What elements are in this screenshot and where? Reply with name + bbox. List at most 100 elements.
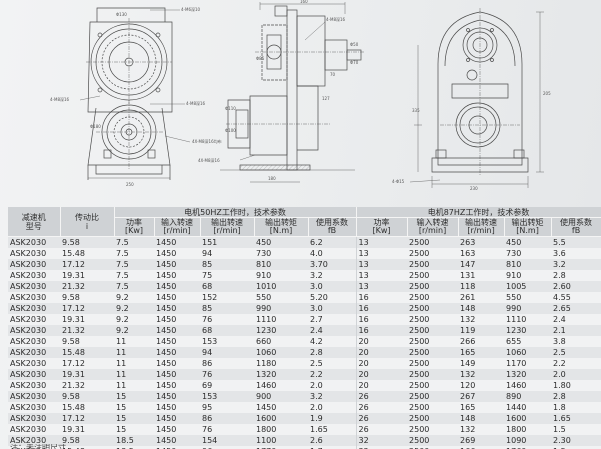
cell-service-factor-87: 3.2 — [551, 259, 601, 270]
cell-input-speed-50: 1450 — [154, 402, 200, 413]
cell-power-50: 18.5 — [114, 435, 154, 446]
cell-input-speed-87: 2500 — [407, 248, 459, 259]
cell-service-factor-87: 2.1 — [551, 325, 601, 336]
cell-output-speed-87: 148 — [458, 303, 505, 314]
cell-ratio: 9.58 — [60, 336, 114, 347]
cell-ratio: 21.32 — [60, 325, 114, 336]
cell-service-factor-50: 2.8 — [308, 347, 357, 358]
cell-output-speed-87: 261 — [458, 292, 505, 303]
cell-input-speed-87: 2500 — [407, 303, 459, 314]
cell-output-speed-50: 76 — [200, 314, 254, 325]
cell-output-torque-50: 730 — [254, 248, 308, 259]
callout-left-mid: 4-M8深16 — [186, 100, 206, 106]
cell-power-50: 9.2 — [114, 325, 154, 336]
cell-output-speed-50: 85 — [200, 259, 254, 270]
cell-ratio: 21.32 — [60, 380, 114, 391]
cell-power-87: 26 — [355, 413, 408, 424]
cell-output-speed-50: 86 — [200, 358, 254, 369]
cell-service-factor-50: 2.6 — [308, 435, 357, 446]
cell-output-torque-50: 1230 — [254, 325, 308, 336]
cell-service-factor-87: 3.6 — [551, 248, 601, 259]
cell-ratio: 9.58 — [60, 435, 114, 446]
cell-ratio: 15.48 — [60, 402, 114, 413]
cell-output-torque-50: 1180 — [254, 358, 308, 369]
cell-input-speed-87: 2500 — [407, 380, 459, 391]
cell-model: ASK2030 — [8, 336, 60, 347]
cell-ratio: 17.12 — [60, 358, 114, 369]
cell-model: ASK2030 — [8, 259, 60, 270]
cell-service-factor-50: 2.5 — [308, 358, 357, 369]
cell-power-50: 9.2 — [114, 292, 154, 303]
cell-input-speed-50: 1450 — [154, 347, 200, 358]
cell-power-50: 9.2 — [114, 314, 154, 325]
cell-power-50: 7.5 — [114, 236, 154, 248]
cell-output-speed-87: 131 — [458, 270, 505, 281]
dim-l-j: 230 — [470, 186, 478, 191]
dim-l-h: 180 — [268, 176, 276, 181]
cell-output-speed-50: 68 — [200, 281, 254, 292]
cell-ratio: 19.31 — [60, 424, 114, 435]
cell-output-torque-87: 810 — [504, 259, 552, 270]
cell-input-speed-50: 1450 — [154, 424, 200, 435]
cell-input-speed-87: 2500 — [407, 369, 459, 380]
cell-output-torque-87: 1600 — [504, 413, 552, 424]
cell-power-87: 16 — [355, 314, 408, 325]
cell-power-50: 11 — [114, 369, 154, 380]
cell-service-factor-50: 2.2 — [308, 369, 357, 380]
cell-output-speed-50: 76 — [200, 424, 254, 435]
cell-service-factor-50: 2.0 — [308, 402, 357, 413]
cell-output-torque-50: 810 — [254, 259, 308, 270]
cell-service-factor-87: 1.5 — [551, 446, 601, 449]
cell-output-speed-87: 132 — [458, 424, 505, 435]
cell-service-factor-50: 3.0 — [308, 281, 357, 292]
cell-power-50: 15 — [114, 402, 154, 413]
cell-output-torque-50: 1010 — [254, 281, 308, 292]
cell-output-speed-50: 154 — [200, 435, 254, 446]
header-output-speed-87: 输出转速 [r/min] — [458, 217, 505, 237]
cell-power-50: 15 — [114, 391, 154, 402]
cell-model: ASK2030 — [8, 292, 60, 303]
dim-d-c: Φ180 — [90, 124, 101, 129]
cell-service-factor-50: 1.7 — [308, 446, 357, 449]
cell-service-factor-87: 2.8 — [551, 270, 601, 281]
header-output-torque-87: 输出转矩 [N.m] — [504, 217, 552, 237]
cell-input-speed-50: 1450 — [154, 358, 200, 369]
cell-input-speed-87: 2500 — [407, 314, 459, 325]
cell-input-speed-87: 2500 — [407, 435, 459, 446]
technical-drawing: 4-M6深10 4-M8深16 4-M8深16 4-M8深16 4X-M8深16… — [0, 0, 601, 206]
cell-input-speed-87: 2500 — [407, 391, 459, 402]
cell-power-87: 26 — [355, 424, 408, 435]
table-header-group-row: 减速机 型号 传动比 i 电机50HZ工作时，技术参数 电机87HZ工作时，技术… — [8, 207, 601, 237]
cell-model: ASK2030 — [8, 248, 60, 259]
dim-l-c: 70 — [330, 72, 336, 77]
cell-model: ASK2030 — [8, 413, 60, 424]
cell-model: ASK2030 — [8, 236, 60, 248]
cell-output-torque-50: 1060 — [254, 347, 308, 358]
cell-service-factor-50: 3.0 — [308, 303, 357, 314]
header-group-50hz: 电机50HZ工作时，技术参数 — [114, 207, 357, 218]
cell-service-factor-87: 2.0 — [551, 369, 601, 380]
cell-service-factor-50: 4.2 — [308, 336, 357, 347]
header-ratio: 传动比 i — [60, 207, 115, 237]
cell-output-speed-87: 263 — [458, 236, 505, 248]
cell-output-speed-87: 148 — [458, 413, 505, 424]
callout-left-flange: 4-M8深16 — [50, 96, 70, 102]
cell-model: ASK2030 — [8, 281, 60, 292]
cell-output-torque-87: 910 — [504, 270, 552, 281]
cell-power-87: 16 — [355, 292, 408, 303]
cell-service-factor-50: 3.70 — [308, 259, 357, 270]
header-service-factor-50: 使用系数 fB — [308, 217, 357, 237]
cell-output-torque-87: 1760 — [504, 446, 552, 449]
cell-model: ASK2030 — [8, 369, 60, 380]
cell-output-speed-50: 95 — [200, 402, 254, 413]
cell-output-speed-87: 149 — [458, 358, 505, 369]
cell-power-50: 11 — [114, 336, 154, 347]
cell-service-factor-87: 2.5 — [551, 347, 601, 358]
cell-input-speed-50: 1450 — [154, 413, 200, 424]
cell-input-speed-50: 1450 — [154, 435, 200, 446]
cell-output-speed-87: 132 — [458, 369, 505, 380]
cell-input-speed-50: 1450 — [154, 292, 200, 303]
cell-service-factor-87: 2.2 — [551, 358, 601, 369]
